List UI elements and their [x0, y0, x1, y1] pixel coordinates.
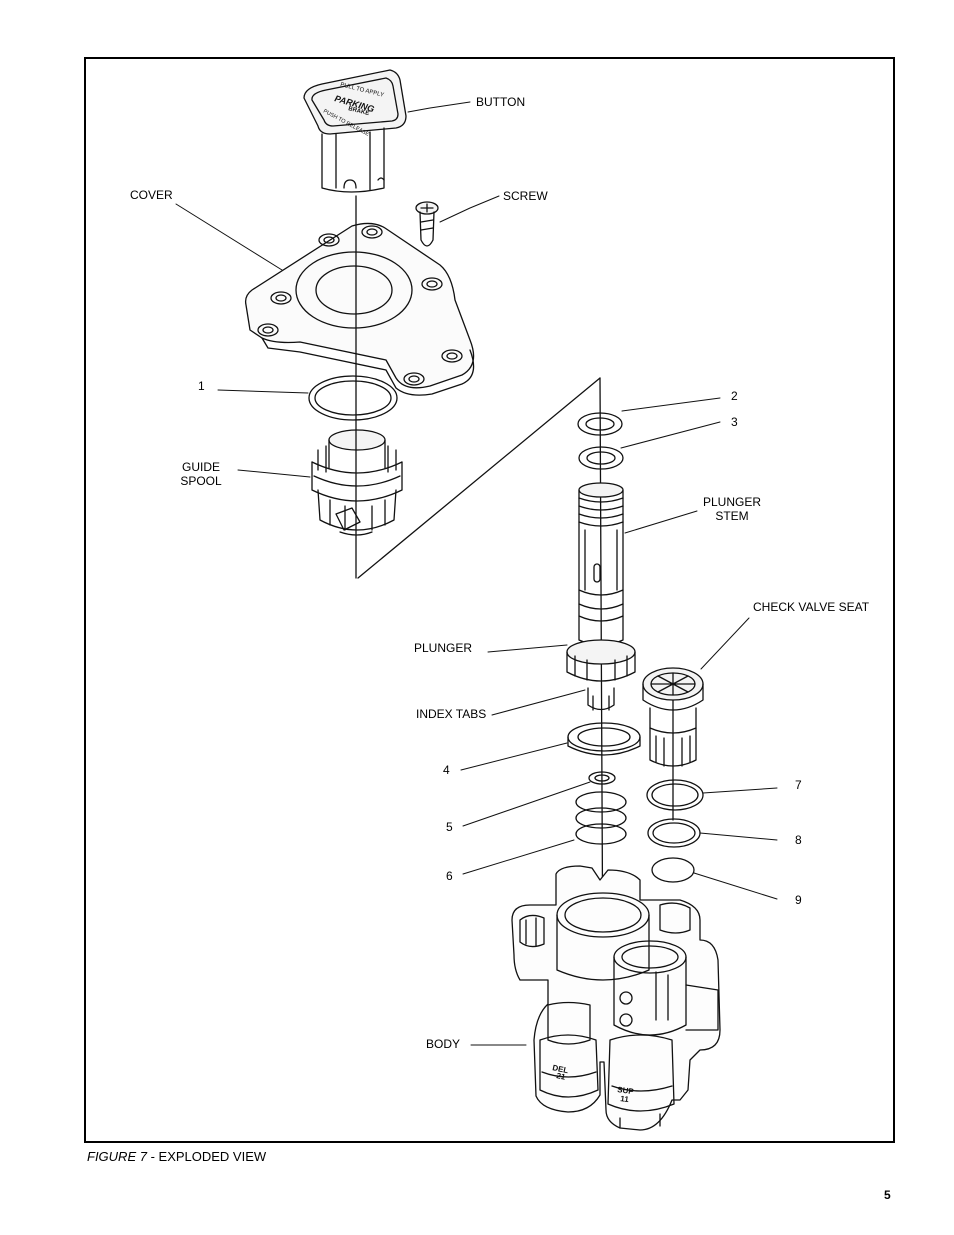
label-plunger-stem: PLUNGER STEM — [700, 495, 764, 523]
page-number: 5 — [884, 1188, 891, 1202]
label-index-tabs: INDEX TABS — [416, 707, 487, 721]
label-5: 5 — [446, 820, 453, 834]
label-7: 7 — [795, 778, 802, 792]
label-plunger-stem-line1: PLUNGER — [702, 495, 761, 509]
label-3: 3 — [731, 415, 738, 429]
label-guide-spool: GUIDE SPOOL — [178, 460, 224, 488]
port-sup-text: SUP — [617, 1085, 635, 1096]
label-plunger: PLUNGER — [414, 641, 473, 655]
seal-1-part — [308, 375, 398, 421]
button-text-brake: BRAKE — [348, 106, 370, 117]
port-del-text: DEL — [552, 1063, 570, 1075]
label-guide: GUIDE — [181, 460, 220, 474]
cover-part — [244, 222, 475, 396]
o-ring-7-part — [646, 779, 704, 811]
figure-caption-label: FIGURE 7 — [87, 1149, 147, 1164]
o-ring-3-part — [578, 446, 624, 470]
button-part: PULL TO APPLY PARKING BRAKE PUSH TO RELE… — [303, 69, 407, 193]
label-2: 2 — [731, 389, 738, 403]
label-check-valve-seat: CHECK VALVE SEAT — [753, 600, 870, 614]
label-screw: SCREW — [503, 189, 548, 203]
plunger-part — [566, 639, 636, 711]
figure-caption-text: - EXPLODED VIEW — [146, 1149, 267, 1164]
label-8: 8 — [795, 833, 802, 847]
spring-6-part — [575, 791, 627, 845]
figure-caption: FIGURE 7 - EXPLODED VIEW — [87, 1149, 266, 1164]
figure-frame — [84, 57, 895, 1143]
o-ring-2-part — [577, 412, 623, 436]
label-spool: SPOOL — [180, 474, 222, 488]
check-valve-seat-part — [642, 667, 704, 767]
o-ring-8-part — [647, 818, 701, 848]
label-button: BUTTON — [476, 95, 526, 109]
label-6: 6 — [446, 869, 453, 883]
label-plunger-stem-line2: STEM — [715, 509, 749, 523]
port-del-number: 21 — [556, 1071, 567, 1082]
label-4: 4 — [443, 763, 450, 777]
label-cover: COVER — [130, 188, 173, 202]
label-9: 9 — [795, 893, 802, 907]
seal-4-part — [567, 722, 641, 756]
leader-lines — [175, 101, 778, 1046]
washer-5-part — [588, 771, 616, 785]
guide-spool-part — [311, 429, 403, 536]
screw-part — [415, 201, 439, 247]
disc-9-part — [651, 857, 695, 883]
port-sup-number: 11 — [620, 1094, 630, 1104]
label-body: BODY — [426, 1037, 461, 1051]
valve-body-part: DEL 21 SUP 11 — [511, 865, 721, 1131]
label-1: 1 — [198, 379, 205, 393]
